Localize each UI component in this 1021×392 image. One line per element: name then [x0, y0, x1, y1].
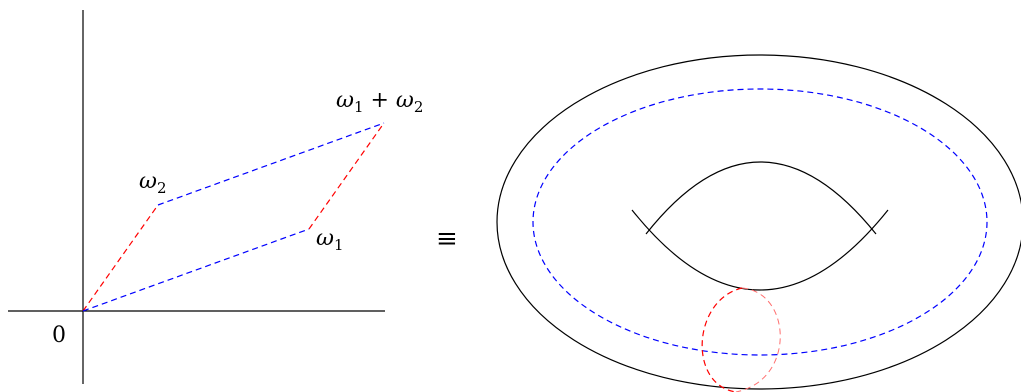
edge-origin-to-omega1 — [82, 228, 310, 312]
omega1-label: ω1 — [316, 226, 344, 254]
omega-sum-label: ω1 + ω2 — [336, 88, 423, 116]
torus-hole-lower-arc — [631, 209, 889, 291]
equivalence-symbol: ≡ — [436, 224, 458, 254]
edge-omega1-to-sum — [308, 122, 385, 230]
torus-panel — [496, 54, 1021, 392]
torus-outer-outline — [496, 54, 1021, 390]
edge-origin-to-omega2 — [82, 204, 159, 312]
origin-label: 0 — [52, 323, 66, 348]
torus-longitude-cycle-back — [735, 287, 781, 392]
torus-longitude-cycle-front — [701, 287, 743, 392]
torus-hole-upper-arc — [645, 161, 877, 235]
lattice-panel: 0 ω1 ω2 ω1 + ω2 — [8, 10, 423, 384]
edge-omega2-to-sum — [157, 122, 385, 206]
torus-meridian-cycle — [532, 88, 988, 356]
omega2-label: ω2 — [139, 169, 167, 197]
